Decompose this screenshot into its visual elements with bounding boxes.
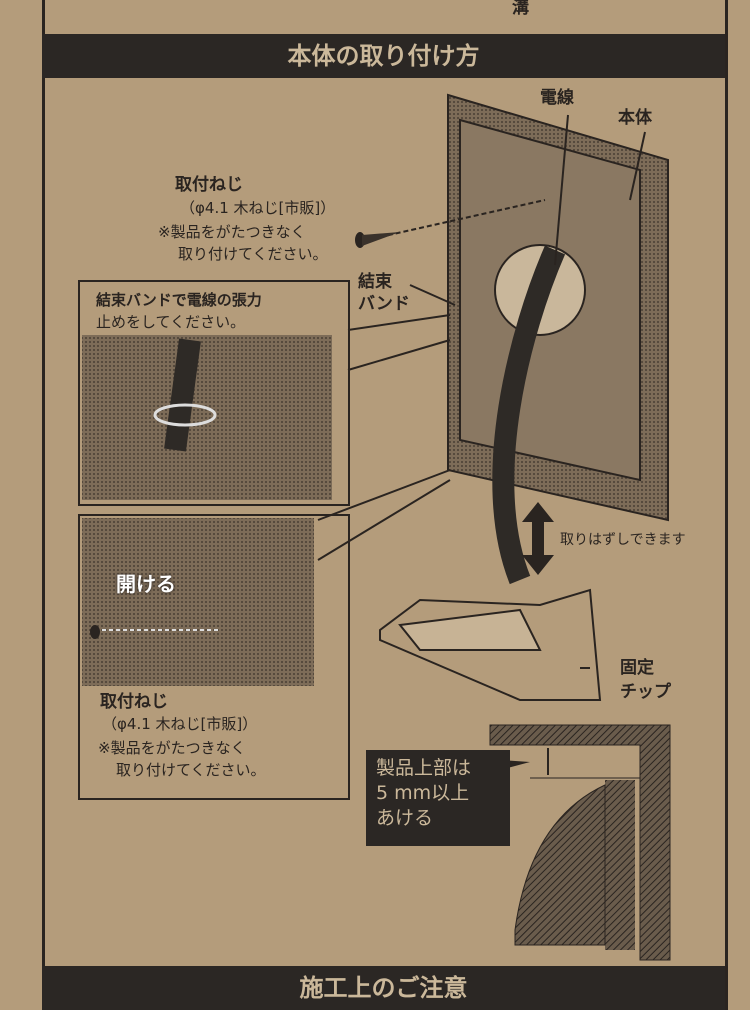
clearance-diagram	[489, 724, 671, 961]
removable-label: 取りはずしできます	[560, 532, 686, 548]
inset-screw-spec: （φ4.1 木ねじ[市販]）	[102, 715, 258, 733]
inset-open-illustration	[82, 518, 314, 686]
section-title: 本体の取り付け方	[42, 34, 725, 78]
screw-note-1: ※製品をがたつきなく	[158, 223, 306, 241]
inset-band-illustration	[82, 335, 332, 500]
clearance-note: 製品上部は 5 mm以上 あける	[366, 750, 510, 846]
band-note-2: 止めをしてください。	[96, 313, 246, 331]
groove-label: 溝	[512, 0, 529, 18]
clearance-note-1: 製品上部は	[376, 757, 472, 779]
panel-frame	[42, 0, 728, 1010]
chip-label-1: 固定	[620, 658, 654, 678]
clearance-note-3: あける	[376, 807, 434, 829]
inset-screw-title: 取付ねじ	[100, 692, 168, 712]
chip-bracket	[379, 588, 602, 701]
screw-note-2: 取り付けてください。	[178, 245, 328, 263]
wire-label: 電線	[540, 88, 574, 108]
screw-spec: （φ4.1 木ねじ[市販]）	[180, 199, 336, 217]
body-unit	[447, 93, 669, 585]
remove-arrow-icon	[522, 502, 554, 575]
clearance-note-2: 5 mm以上	[376, 782, 470, 804]
screw-icon	[355, 232, 400, 248]
band-inset: 結束バンドで電線の張力 止めをしてください。	[78, 280, 350, 506]
open-inset: 開ける 取付ねじ （φ4.1 木ねじ[市販]） ※製品をがたつきなく 取り付けて…	[78, 514, 350, 800]
band-label-2: バンド	[358, 294, 410, 314]
inset-screw-note-1: ※製品をがたつきなく	[98, 739, 246, 757]
band-label-1: 結束	[358, 272, 392, 292]
inset-screw-note-2: 取り付けてください。	[116, 761, 266, 779]
screw-title: 取付ねじ	[175, 175, 243, 195]
open-label: 開ける	[116, 572, 176, 596]
body-label: 本体	[618, 108, 652, 128]
chip-label-2: チップ	[620, 682, 671, 702]
band-note-1: 結束バンドで電線の張力	[96, 291, 262, 309]
bottom-section-title: 施工上のご注意	[42, 966, 725, 1010]
